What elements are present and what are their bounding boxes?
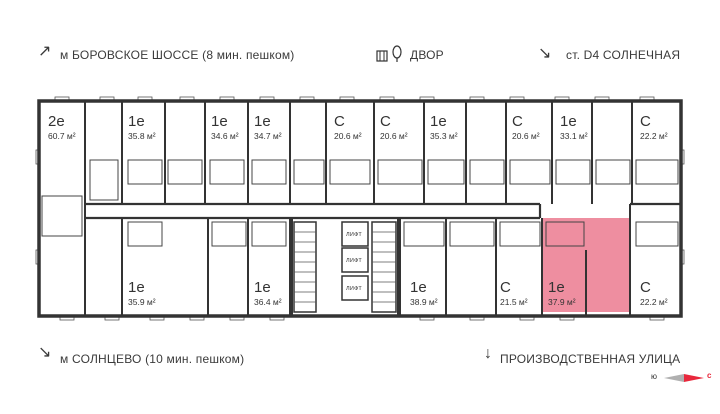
top-apartment-labels: 2е 60.7 м² 1е 35.8 м² 1е 34.6 м² 1е 34.7… [48,113,668,141]
apartment-area: 35.8 м² [128,131,156,141]
apartment-type: С [334,113,345,130]
lift-label: ЛИФТ [346,258,362,264]
apartment-type: С [500,279,511,296]
apartment-area: 38.9 м² [410,297,438,307]
corridor-walls [85,202,681,220]
apartment-area: 20.6 м² [380,131,408,141]
top-partitions [84,101,633,316]
apartment-type: 1е [254,113,271,130]
apartment-area: 21.5 м² [500,297,528,307]
windows-bottom [59,315,665,321]
apartment-type: 1е [211,113,228,130]
apartment-area: 22.2 м² [640,131,668,141]
direction-label-solntsevo: м СОЛНЦЕВО (10 мин. пешком) [60,352,245,366]
apartment-area: 60.7 м² [48,131,76,141]
direction-label-yard: ДВОР [410,48,444,62]
direction-label-proizvodstvennaya: ПРОИЗВОДСТВЕННАЯ УЛИЦА [500,352,681,366]
apartment-type-highlighted: 1е [548,279,565,296]
apartment-area: 34.7 м² [254,131,282,141]
lift-label: ЛИФТ [346,232,362,238]
compass-north-label: с [707,371,712,380]
arrow-down-icon: ↓ [484,345,492,362]
apartment-area: 22.2 м² [640,297,668,307]
arrow-southeast-icon: ↘ [38,344,52,361]
compass-arrow-icon [662,371,706,383]
apartment-type: С [380,113,391,130]
arrow-southeast-icon: ↘ [538,45,552,62]
arrow-northeast-icon: ↗ [38,43,52,60]
apartment-area: 34.6 м² [211,131,239,141]
apartment-type: 1е [128,279,145,296]
apartment-area: 35.3 м² [430,131,458,141]
yard-icon [375,45,405,63]
apartment-type: 1е [430,113,447,130]
apartment-area-highlighted: 37.9 м² [548,297,576,307]
inner-rooms [41,159,679,247]
apartment-area: 20.6 м² [512,131,540,141]
compass-south-label: ю [651,372,657,381]
apartment-type: 1е [560,113,577,130]
direction-label-d4-station: ст. D4 СОЛНЕЧНАЯ [566,48,681,62]
stairs [294,231,396,303]
apartment-type: 1е [254,279,271,296]
stair-lift-core [291,217,399,317]
apartment-type: С [640,113,651,130]
apartment-area: 33.1 м² [560,131,588,141]
lift-label: ЛИФТ [346,286,362,292]
apartment-type: 1е [128,113,145,130]
direction-label-borovskoe: м БОРОВСКОЕ ШОССЕ (8 мин. пешком) [60,48,295,62]
apartment-area: 20.6 м² [334,131,362,141]
apartment-type: С [640,279,651,296]
apartment-type: С [512,113,523,130]
bottom-apartment-labels: 1е 35.9 м² 1е 36.4 м² 1е 38.9 м² С 21.5 … [128,279,668,307]
apartment-area: 36.4 м² [254,297,282,307]
apartment-type: 1е [410,279,427,296]
apartment-area: 35.9 м² [128,297,156,307]
apartment-type: 2е [48,113,65,130]
bottom-partitions [121,204,631,316]
